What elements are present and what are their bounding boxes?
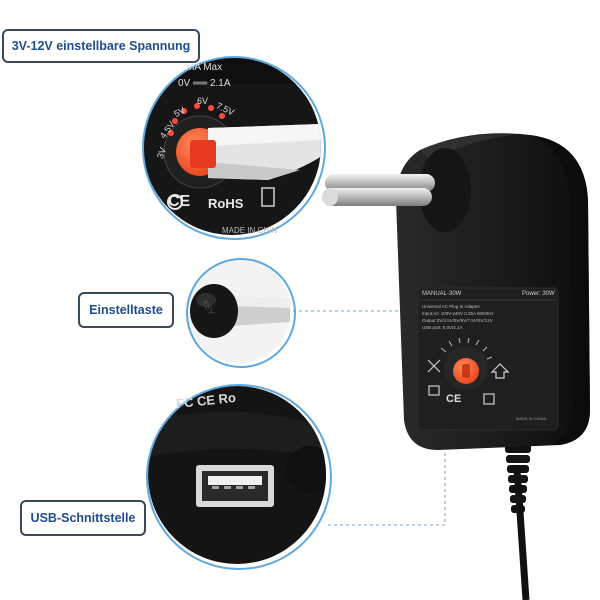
- zoom-circle-voltage: [142, 56, 326, 240]
- adapter-dial: [440, 337, 493, 390]
- label-model: MANUAL-30W: [422, 291, 462, 297]
- leader-lines: [293, 310, 446, 526]
- zoom-circle-key: [186, 258, 296, 368]
- made-in-text: MADE IN CHIN: [222, 226, 278, 235]
- callout-key-text: Einstelltaste: [89, 303, 163, 317]
- callout-voltage-text: 3V-12V einstellbare Spannung: [11, 39, 191, 53]
- rating-text-1: mA Max: [186, 62, 223, 73]
- label-line-3: Output:3V/4.5V/5V/6V/7.5V/9V/12V: [422, 318, 493, 323]
- rohs-mark: RoHS: [208, 196, 244, 211]
- ce-mark: CE: [168, 193, 191, 210]
- label-icons: [427, 359, 510, 405]
- callout-usb-text: USB-Schnittstelle: [30, 511, 136, 525]
- label-line-4: USB port: 5.0V/2.1A: [422, 325, 463, 330]
- callout-usb: USB-Schnittstelle: [20, 500, 146, 536]
- label-line-2: Input:AC 100V-240V 0.25A 50/60Hz: [422, 311, 494, 316]
- dial-label-6v: 6V: [197, 96, 209, 106]
- label-power: Power: 30W: [522, 291, 555, 297]
- callout-voltage: 3V-12V einstellbare Spannung: [2, 29, 200, 63]
- label-ce: CE: [446, 393, 462, 405]
- label-line-1: Universal AC Plug-in Adapter: [422, 304, 481, 309]
- callout-key: Einstelltaste: [78, 292, 174, 328]
- label-made: MADE IN CHINA: [516, 416, 547, 421]
- rating-text-2: 0V ══ 2.1A: [178, 78, 231, 89]
- zoom-circle-usb: [146, 384, 332, 570]
- plug-pin-lower: [322, 188, 432, 206]
- plug-pin-upper: [325, 174, 435, 192]
